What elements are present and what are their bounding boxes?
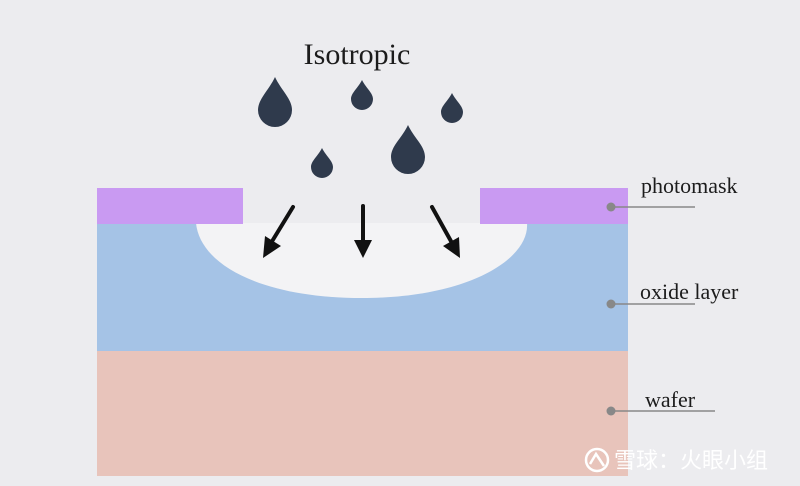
- droplet-icon: [351, 80, 373, 110]
- photomask-label: photomask: [641, 173, 738, 198]
- label-leaders: [612, 206, 715, 412]
- diagram-title: Isotropic: [304, 38, 411, 71]
- watermark: 雪球：火眼小组: [584, 447, 768, 474]
- etch-direction-arrows: [263, 204, 460, 258]
- photomask-left: [97, 188, 243, 224]
- arrow-down-right-icon: [430, 205, 460, 258]
- watermark-text: 雪球：火眼小组: [614, 449, 768, 474]
- etched-cavity: [196, 223, 528, 298]
- oxide-layer-label: oxide layer: [640, 279, 739, 304]
- leader-dot: [606, 202, 616, 212]
- etchant-droplets: [258, 77, 463, 178]
- watermark-logo-mark: [588, 451, 606, 467]
- wafer-layer: [97, 350, 628, 476]
- watermark-logo-icon: [584, 447, 610, 473]
- arrow-down-icon: [354, 204, 372, 258]
- leader-dot: [606, 406, 616, 416]
- droplet-icon: [311, 148, 333, 178]
- arrow-down-left-icon: [263, 205, 295, 258]
- leader-dot: [606, 299, 616, 309]
- droplet-icon: [258, 77, 292, 127]
- photomask-right: [480, 188, 628, 224]
- wafer-label: wafer: [645, 387, 696, 412]
- droplet-icon: [441, 93, 463, 123]
- droplet-icon: [391, 125, 425, 174]
